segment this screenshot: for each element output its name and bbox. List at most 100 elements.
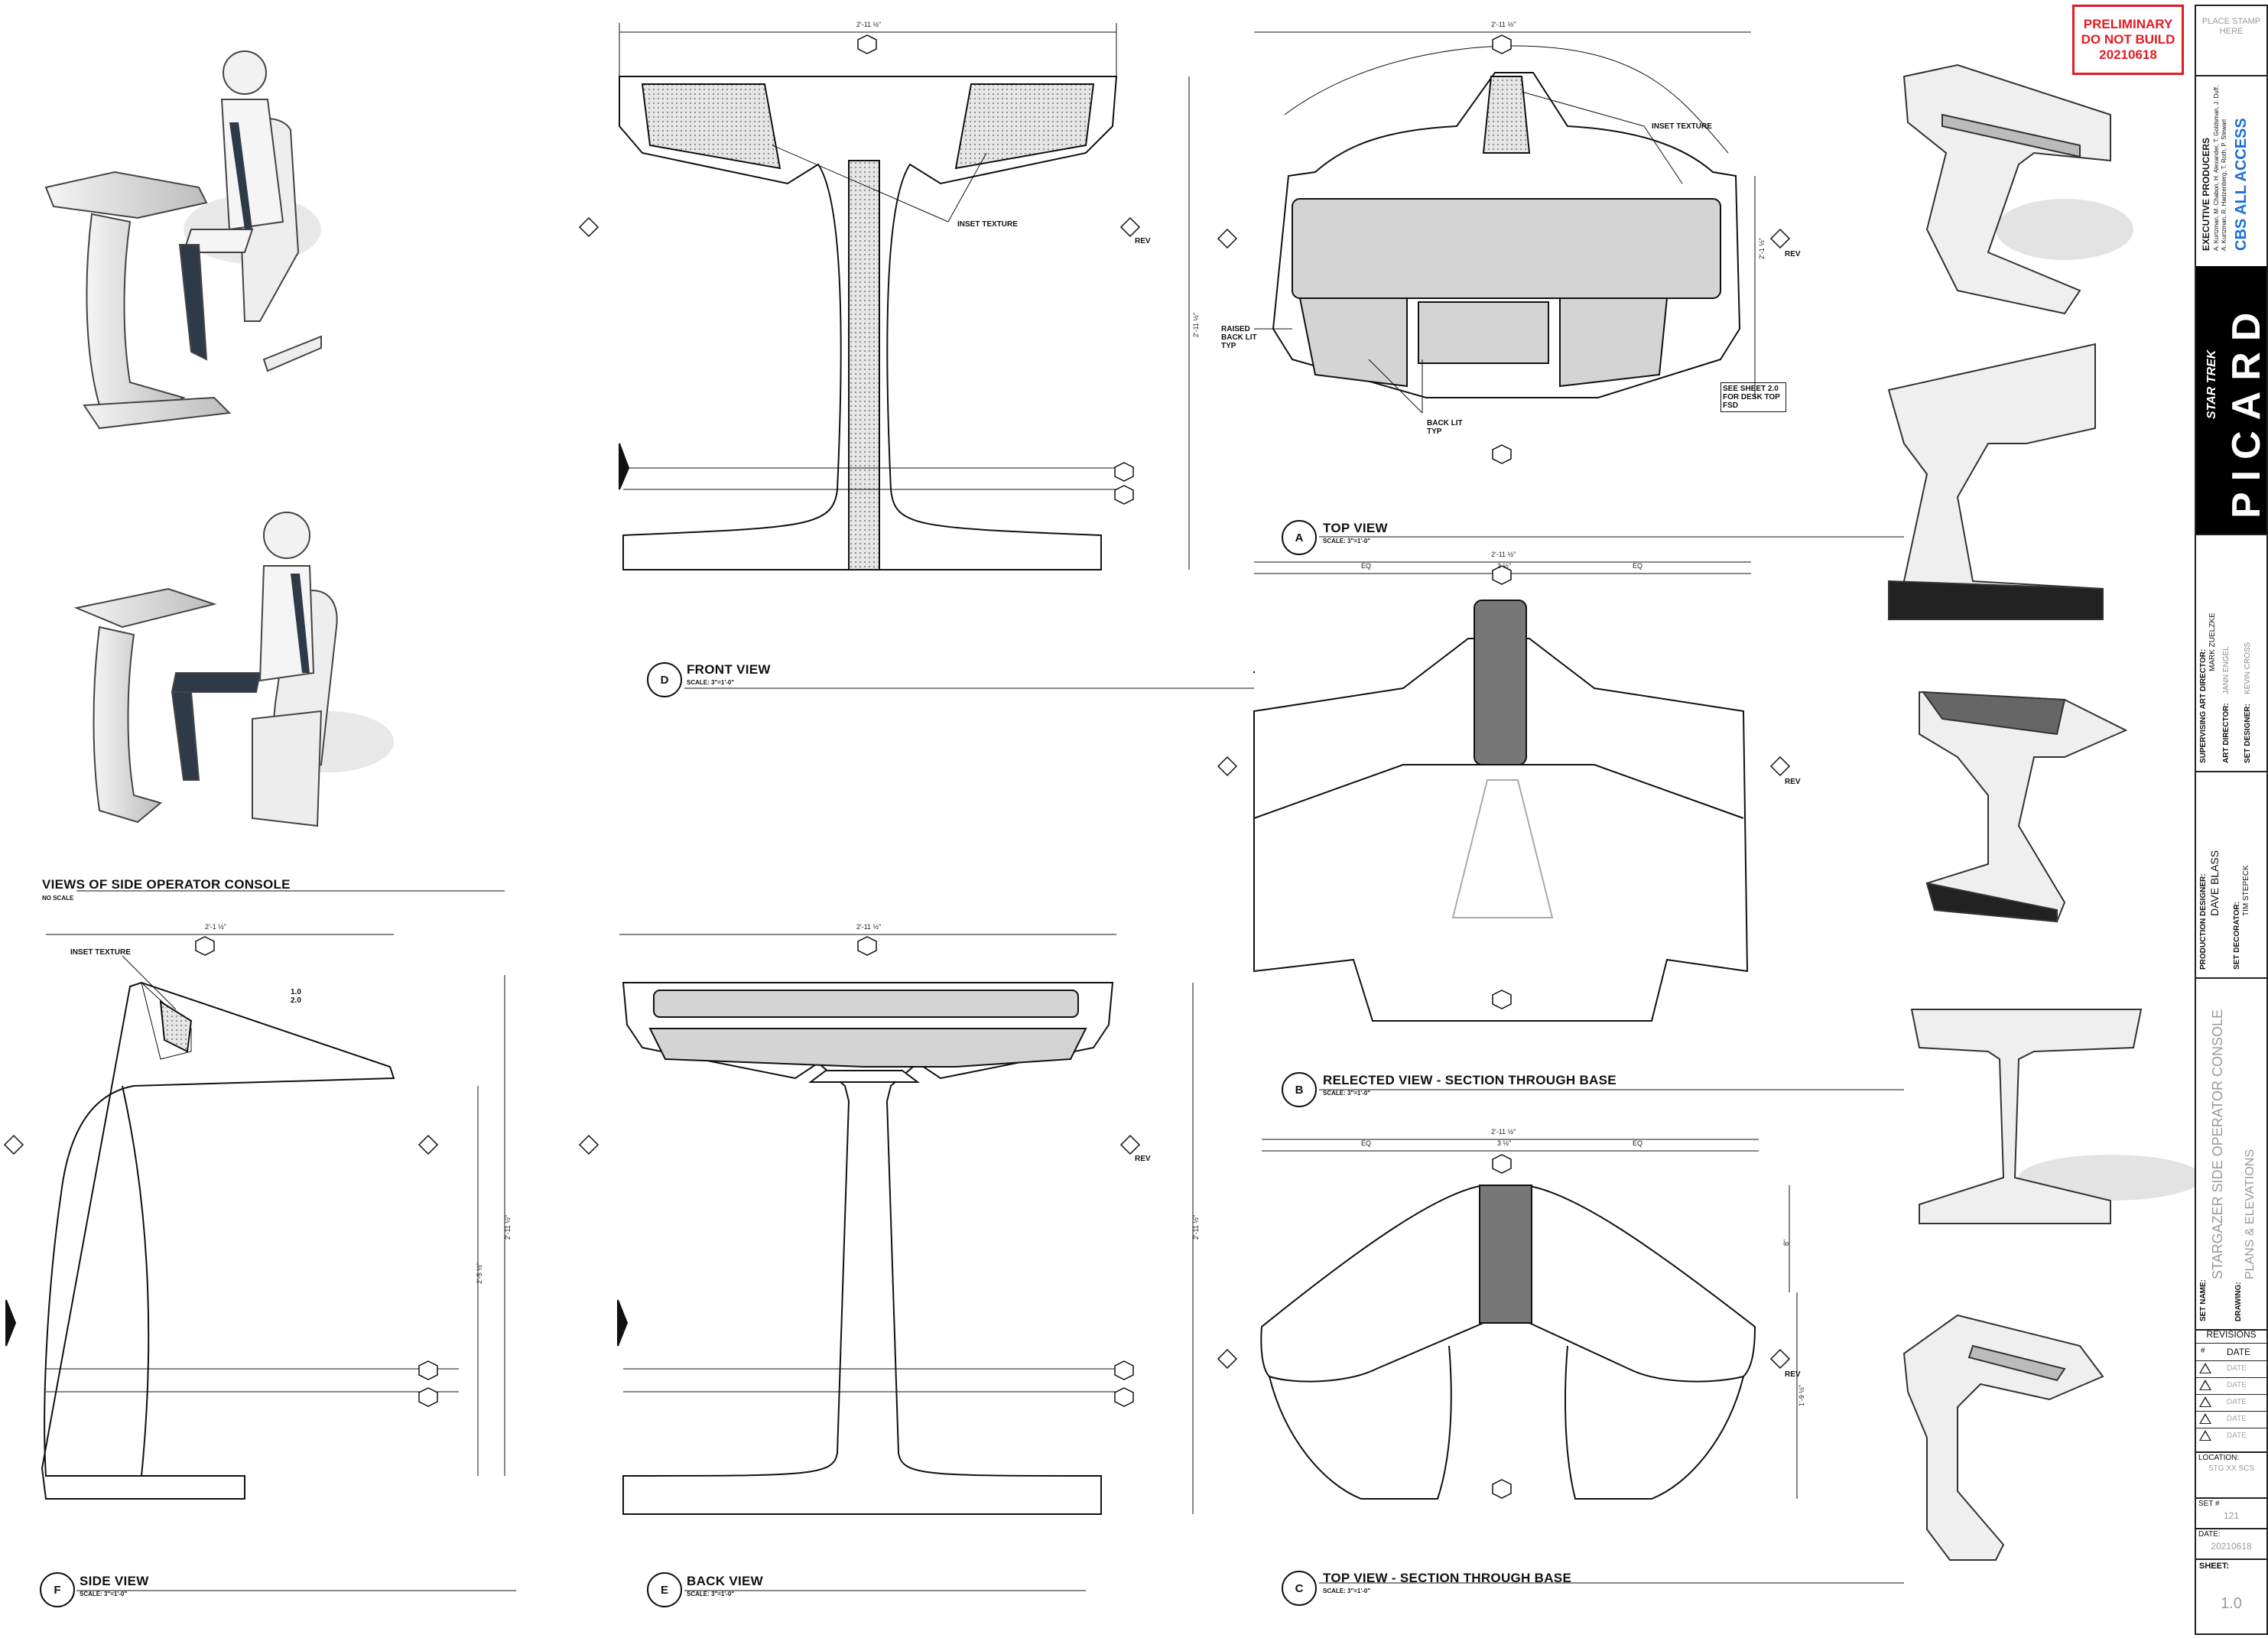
location-value: STG XX SCS (2208, 1464, 2255, 1473)
location-area: LOCATION: STG XX SCS (2196, 1451, 2266, 1499)
render-console-5 (1902, 1314, 2104, 1561)
stamp-line-3: 20210618 (2099, 47, 2157, 62)
designers-area: SUPERVISING ART DIRECTOR: MARK ZUELZKE A… (2196, 534, 2266, 772)
preliminary-stamp: PRELIMINARY DO NOT BUILD 20210618 (2072, 5, 2184, 75)
production-area: PRODUCTION DESIGNER: DAVE BLASS SET DECO… (2196, 771, 2266, 979)
sup-art-dir: MARK ZUELZKE (2208, 613, 2217, 671)
drawing-name: PLANS & ELEVATIONS (2244, 1149, 2257, 1279)
relected-view-title: RELECTED VIEW - SECTION THROUGH BASE (1323, 1073, 1617, 1087)
top-base-view-drawing (1260, 1139, 1798, 1500)
top-view-drawing (1254, 31, 1756, 398)
stamp-line-1: PRELIMINARY (2083, 17, 2173, 31)
date-label: DATE: (2198, 1530, 2221, 1539)
back-lit-note: BACK LIT TYP (1427, 419, 1463, 436)
back-view-title: BACK VIEW (687, 1574, 763, 1588)
rev-note-back: REV (1135, 1155, 1151, 1163)
exec-names-1: A. Kurtzman, M. Chabon, H. Alexander, T.… (2213, 85, 2220, 251)
side-view-title: SIDE VIEW (80, 1574, 149, 1588)
set-name-label: SET NAME: (2199, 1279, 2208, 1321)
set-number-label: SET # (2198, 1500, 2220, 1508)
dim-top-depth: 2'-1 ½" (1757, 238, 1766, 259)
perspective-console-seated-2 (73, 512, 394, 827)
top-view-scale: SCALE: 3"=1'-0" (1323, 538, 1371, 544)
front-view-scale: SCALE: 3"=1'-0" (687, 679, 735, 686)
revisions-area: REVISIONS # DATE DATE DATE DATE DATE DAT… (2196, 1329, 2266, 1453)
location-label: LOCATION: (2198, 1454, 2240, 1462)
drawing-label: DRAWING: (2234, 1282, 2243, 1321)
render-console-4 (1910, 1009, 2202, 1224)
revision-triangle-icon (2199, 1413, 2211, 1424)
sheet-area: SHEET: 1.0 (2196, 1558, 2266, 1632)
revisions-header: # DATE (2196, 1344, 2266, 1361)
prod-designer: DAVE BLASS (2208, 850, 2221, 916)
rev-date-header: DATE (2227, 1347, 2251, 1357)
top-view-marker: A (1282, 520, 1317, 555)
perspective-scale: NO SCALE (42, 895, 74, 902)
art-dir: JANN ENGEL (2222, 646, 2231, 694)
back-view-scale: SCALE: 3"=1'-0" (687, 1591, 735, 1597)
brand-small: STAR TREK (2205, 349, 2218, 419)
brand-area: STAR TREK PICARD (2196, 266, 2268, 535)
render-console-1 (1902, 63, 2133, 315)
section-markers (3, 34, 1791, 1499)
place-stamp-text: PLACE STAMP HERE (2201, 17, 2261, 36)
front-view-drawing (619, 23, 1190, 570)
sheet-number: 1.0 (2221, 1595, 2242, 1612)
set-name: STARGAZER SIDE OPERATOR CONSOLE (2210, 1009, 2225, 1279)
network-logo: CBS ALL ACCESS (2233, 118, 2250, 251)
date-area: DATE: 20210618 (2196, 1528, 2266, 1560)
top-view-title: TOP VIEW (1323, 521, 1388, 535)
perspective-console-seated-1 (44, 50, 322, 430)
rev-num-header: # (2201, 1347, 2205, 1355)
relected-view-scale: SCALE: 3"=1'-0" (1323, 1090, 1371, 1097)
stamp-area: PLACE STAMP HERE (2196, 6, 2266, 76)
dim-side-h1: 2'-11 ½" (504, 1214, 512, 1240)
side-view-drawing (5, 934, 505, 1500)
exec-names-2: A. Kurtzman, R. Hadzenberg, T. Roth, P. … (2221, 119, 2227, 251)
brand-logo: PICARD (2224, 301, 2268, 518)
dim-eq-left: EQ (1361, 562, 1372, 570)
set-name-area: SET NAME: STARGAZER SIDE OPERATOR CONSOL… (2196, 977, 2266, 1331)
inset-texture-note-top: INSET TEXTURE (1652, 122, 1712, 131)
dim-back-height: 2'-11 ½" (1192, 1214, 1201, 1240)
set-number-area: SET # 121 (2196, 1497, 2266, 1529)
revision-triangle-icon (2199, 1430, 2211, 1441)
see-sheet-note: SEE SHEET 2.0 FOR DESK TOP FSD (1720, 382, 1786, 412)
prod-designer-label: PRODUCTION DESIGNER: (2199, 873, 2208, 970)
exec-producers-label: EXECUTIVE PRODUCERS (2201, 137, 2211, 251)
revision-row: DATE (2196, 1377, 2266, 1395)
revision-date: DATE (2227, 1415, 2247, 1423)
rev-note-front: REV (1135, 237, 1151, 245)
revision-row: DATE (2196, 1360, 2266, 1378)
raised-back-lit-note: RAISED BACK LIT TYP (1221, 325, 1257, 350)
revision-date: DATE (2227, 1432, 2247, 1440)
front-view-title: FRONT VIEW (687, 662, 771, 677)
relected-view-marker: B (1282, 1072, 1317, 1107)
relected-view-drawing (1253, 561, 1751, 1022)
rev-note-top: REV (1785, 250, 1801, 258)
dim-base-8: 8" (1782, 1239, 1791, 1246)
revision-row: DATE (2196, 1428, 2266, 1445)
stamp-line-2: DO NOT BUILD (2081, 32, 2175, 47)
revision-triangle-icon (2199, 1396, 2211, 1407)
dim-top-width: 2'-11 ½" (1491, 21, 1516, 28)
render-console-3 (1919, 691, 2128, 923)
back-view-drawing (617, 934, 1194, 1515)
revision-triangle-icon (2199, 1363, 2211, 1373)
dim-base-h: 1'-9 ½" (1797, 1385, 1805, 1406)
revision-row: DATE (2196, 1394, 2266, 1412)
dim-relected-width: 2'-11 ½" (1491, 551, 1516, 558)
front-view-marker: D (647, 662, 682, 697)
dim-base-eq-right: EQ (1633, 1139, 1643, 1147)
set-designer-label: SET DESIGNER: (2244, 704, 2252, 763)
set-number: 121 (2223, 1510, 2240, 1521)
inset-texture-note-side: INSET TEXTURE (70, 948, 131, 957)
render-console-2 (1887, 343, 2104, 621)
revision-row: DATE (2196, 1411, 2266, 1428)
dim-front-height: 2'-11 ½" (1192, 312, 1201, 338)
dim-side-h2: 2'-5 ½" (475, 1263, 483, 1284)
sup-art-dir-label: SUPERVISING ART DIRECTOR: (2199, 648, 2208, 763)
perspective-title: VIEWS OF SIDE OPERATOR CONSOLE (42, 877, 291, 892)
dim-eq-right: EQ (1633, 562, 1643, 570)
